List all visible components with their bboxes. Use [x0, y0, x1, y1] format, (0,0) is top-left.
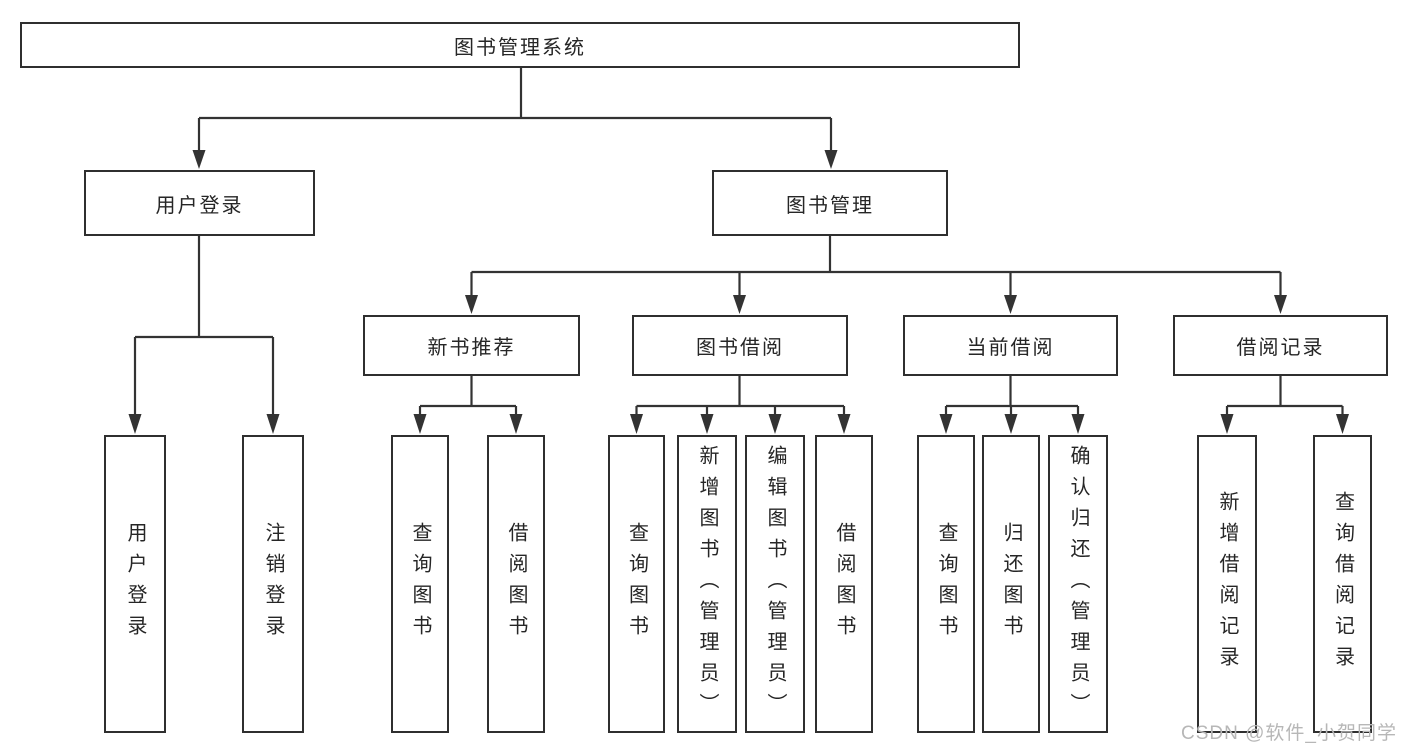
arrowhead-icon — [1220, 414, 1234, 434]
node-label: 编辑图书（管理员） — [764, 444, 786, 724]
arrowhead-icon — [768, 414, 782, 434]
arrowhead-icon — [509, 414, 523, 434]
node-borrowing-records: 借阅记录 — [1173, 315, 1388, 376]
node-new-book-recommend: 新书推荐 — [363, 315, 580, 376]
node-label: 图书管理 — [786, 194, 874, 217]
leaf-query-books-borrow: 查询图书 — [608, 435, 665, 733]
node-root: 图书管理系统 — [20, 22, 1020, 68]
leaf-borrow-books-newrec: 借阅图书 — [487, 435, 545, 733]
node-current-borrowing: 当前借阅 — [903, 315, 1118, 376]
arrowhead-icon — [465, 295, 478, 314]
node-label: 查询借阅记录 — [1331, 491, 1354, 677]
leaf-query-borrow-record: 查询借阅记录 — [1313, 435, 1372, 733]
leaf-confirm-return-admin: 确认归还（管理员） — [1048, 435, 1108, 733]
node-book-management: 图书管理 — [712, 170, 948, 236]
node-label: 查询图书 — [625, 522, 648, 646]
node-label: 借阅记录 — [1236, 337, 1325, 359]
arrowhead-icon — [700, 414, 714, 434]
node-label: 查询图书 — [935, 522, 957, 646]
leaf-user-login: 用户登录 — [104, 435, 166, 733]
arrowhead-icon — [192, 150, 206, 169]
leaf-borrow-books-borrow: 借阅图书 — [815, 435, 873, 733]
arrowhead-icon — [837, 414, 851, 434]
arrowhead-icon — [128, 414, 142, 434]
arrowhead-icon — [630, 414, 643, 434]
node-label: 新增图书（管理员） — [696, 444, 718, 724]
node-label: 用户登录 — [124, 522, 146, 646]
node-book-borrowing: 图书借阅 — [632, 315, 848, 376]
leaf-logout: 注销登录 — [242, 435, 304, 733]
leaf-add-borrow-record: 新增借阅记录 — [1197, 435, 1257, 733]
node-label: 图书管理系统 — [454, 36, 586, 59]
node-label: 查询图书 — [409, 522, 431, 646]
node-label: 图书借阅 — [696, 337, 784, 359]
leaf-query-books-newrec: 查询图书 — [391, 435, 449, 733]
arrowhead-icon — [266, 414, 280, 434]
leaf-return-book: 归还图书 — [982, 435, 1040, 733]
node-label: 归还图书 — [1000, 522, 1022, 646]
leaf-query-books-current: 查询图书 — [917, 435, 975, 733]
arrowhead-icon — [824, 150, 838, 169]
arrowhead-icon — [1071, 414, 1085, 434]
node-label: 借阅图书 — [833, 522, 855, 646]
node-label: 确认归还（管理员） — [1067, 444, 1089, 724]
watermark: CSDN @软件_小贺同学 — [1181, 723, 1397, 744]
arrowhead-icon — [939, 414, 953, 434]
node-label: 用户登录 — [155, 194, 244, 217]
arrowhead-icon — [1274, 295, 1287, 314]
node-label: 新书推荐 — [427, 337, 516, 359]
arrowhead-icon — [733, 295, 746, 314]
arrowhead-icon — [413, 414, 427, 434]
arrowhead-icon — [1336, 414, 1349, 434]
leaf-edit-book-admin: 编辑图书（管理员） — [745, 435, 805, 733]
node-label: 当前借阅 — [966, 337, 1055, 359]
arrowhead-icon — [1004, 414, 1018, 434]
node-user-login: 用户登录 — [84, 170, 315, 236]
leaf-add-book-admin: 新增图书（管理员） — [677, 435, 737, 733]
node-label: 新增借阅记录 — [1216, 491, 1238, 677]
arrowhead-icon — [1004, 295, 1017, 314]
node-label: 注销登录 — [262, 522, 284, 646]
node-label: 借阅图书 — [505, 522, 527, 646]
